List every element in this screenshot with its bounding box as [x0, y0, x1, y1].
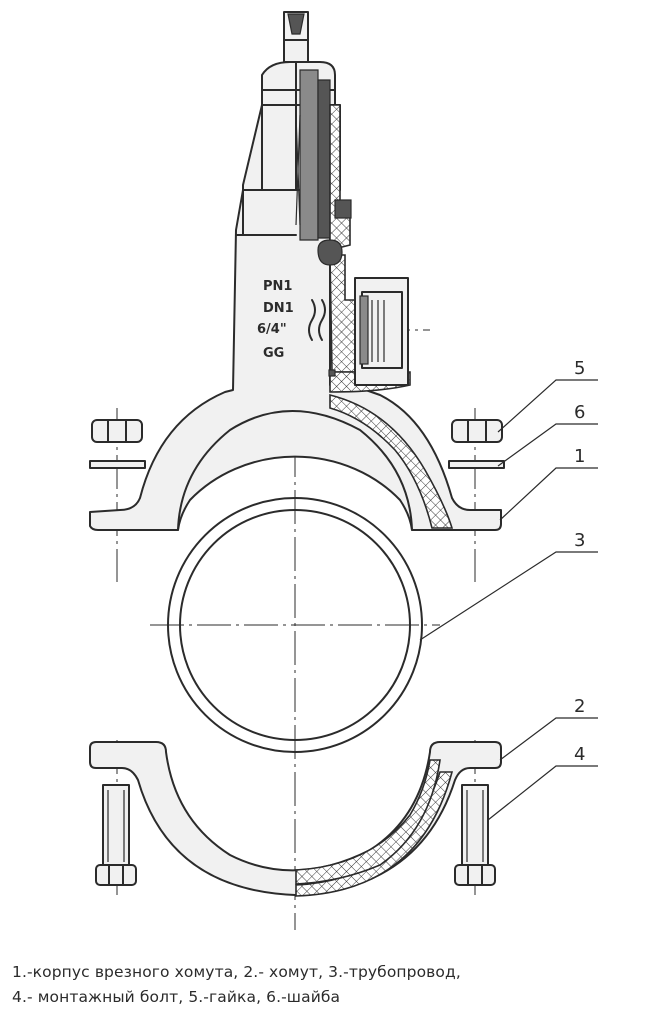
saddle-body-part-1 — [89, 189, 502, 531]
callout-4: 4 — [574, 744, 585, 765]
lower-clamp-part-2 — [89, 741, 502, 897]
callout-numbers: 5 6 1 3 2 4 — [574, 358, 585, 765]
callout-6: 6 — [574, 402, 585, 423]
washer-right — [448, 460, 505, 469]
washer-left — [89, 460, 146, 469]
bolt-right — [454, 784, 496, 886]
tapping-saddle-assembly-drawing: PN1 DN1 6/4" GG — [89, 11, 598, 930]
parts-legend-line-2: 4.- монтажный болт, 5.-гайка, 6.-шайба — [12, 988, 341, 1006]
marking-size: 6/4" — [257, 322, 287, 337]
marking-dn: DN1 — [263, 301, 294, 316]
parts-legend: 1.-корпус врезного хомута, 2.- хомут, 3.… — [12, 960, 652, 1010]
parts-legend-line-1: 1.-корпус врезного хомута, 2.- хомут, 3.… — [12, 963, 461, 981]
pipe-part-3 — [167, 497, 423, 753]
marking-pn: PN1 — [263, 279, 292, 294]
marking-material: GG — [263, 346, 284, 361]
callout-3: 3 — [574, 530, 585, 551]
callout-5: 5 — [574, 358, 585, 379]
nut-left — [91, 419, 143, 443]
side-outlet-port — [354, 277, 409, 386]
callout-2: 2 — [574, 696, 585, 717]
valve-marking: PN1 DN1 6/4" GG — [257, 279, 294, 361]
nut-right — [451, 419, 503, 443]
callout-leaders — [419, 379, 598, 821]
valve-spindle-assembly — [242, 11, 352, 377]
bolt-left — [95, 784, 137, 886]
callout-1: 1 — [574, 446, 585, 467]
